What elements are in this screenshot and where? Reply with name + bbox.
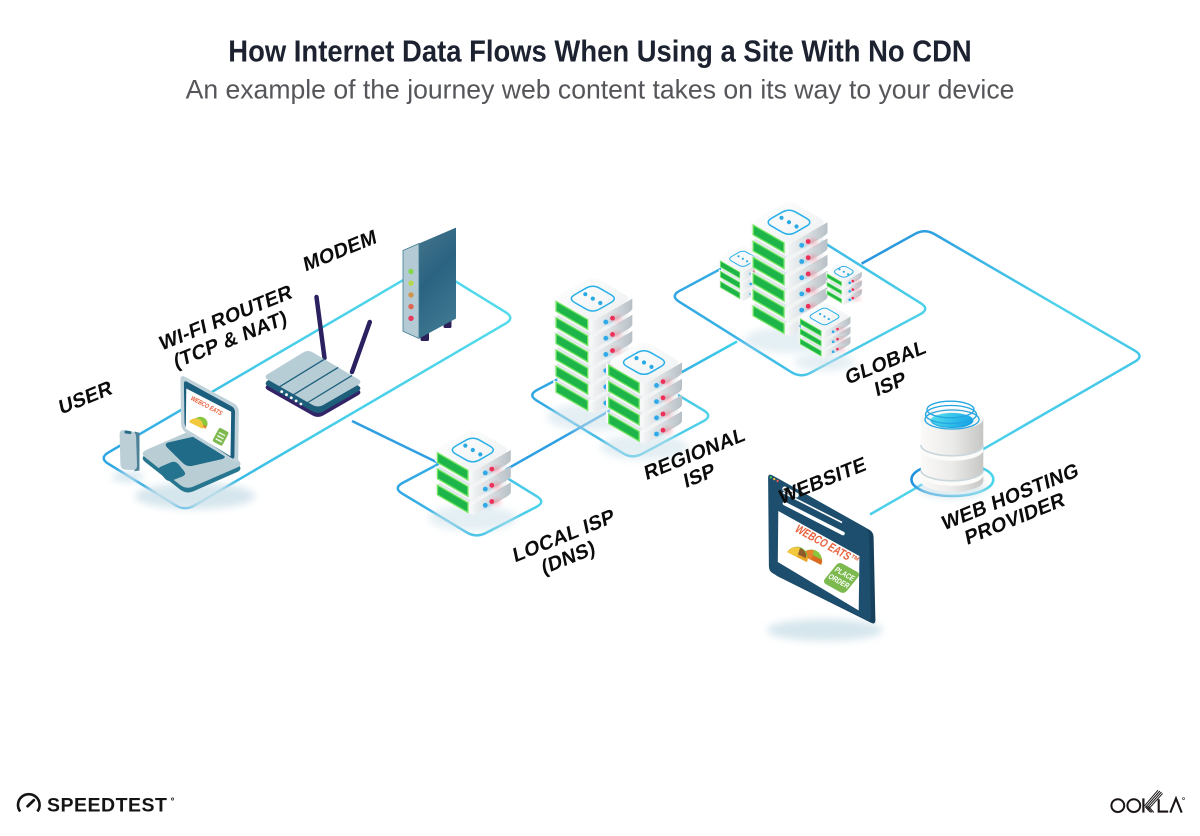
svg-text:An example of the journey web: An example of the journey web content ta… <box>186 74 1015 104</box>
svg-text:WEBSITE: WEBSITE <box>777 453 868 510</box>
svg-text:USER: USER <box>57 377 114 420</box>
svg-text:MODEM: MODEM <box>302 226 379 277</box>
svg-text:SPEEDTEST: SPEEDTEST <box>47 795 167 817</box>
svg-text:How Internet Data Flows When U: How Internet Data Flows When Using a Sit… <box>228 35 971 69</box>
